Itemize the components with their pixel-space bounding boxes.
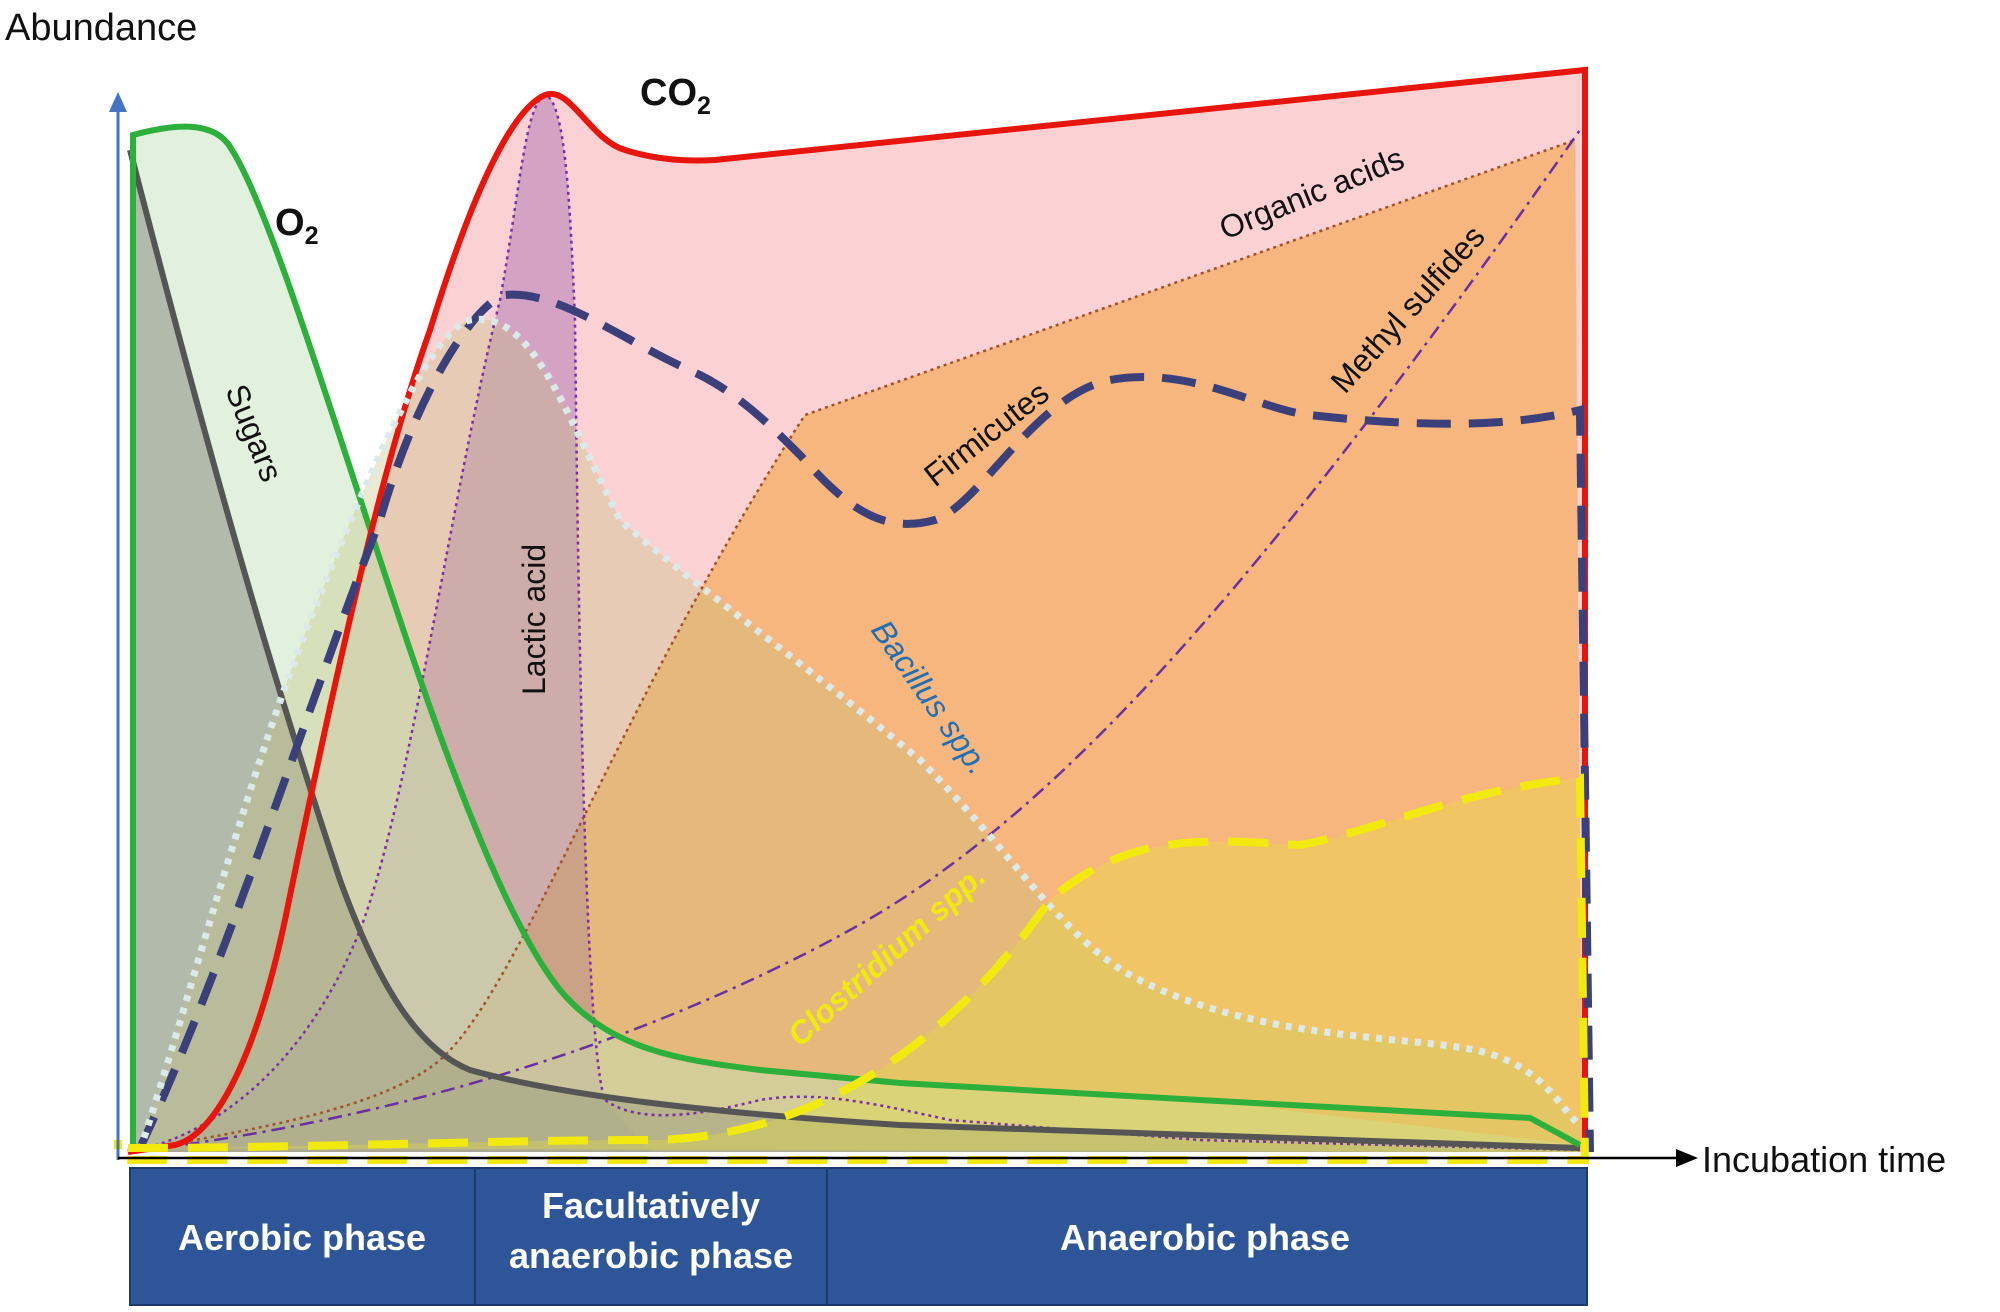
o2-area xyxy=(133,126,1580,1152)
lactic-acid-label: Lactic acid xyxy=(516,544,552,695)
clostridium-curve xyxy=(114,773,1590,1164)
bacillus-area xyxy=(140,319,1580,1153)
o2-curve xyxy=(130,123,1582,1152)
o2-label-sub: 2 xyxy=(305,222,319,250)
phase-aerobic xyxy=(129,1167,476,1306)
sugars-curve xyxy=(127,149,1581,1151)
y-axis-arrowhead xyxy=(109,92,127,112)
phase-anaerobic xyxy=(826,1167,1588,1306)
co2-label-sub: 2 xyxy=(697,92,711,120)
o2-label-main: O xyxy=(275,202,305,244)
phase-anaerobic-label: Anaerobic phase xyxy=(1060,1217,1350,1258)
x-axis-label: Incubation time xyxy=(1702,1139,1946,1180)
phase-bar: Aerobic phase Facultatively anaerobic ph… xyxy=(129,1167,1588,1306)
co2-label-main: CO xyxy=(640,72,697,114)
co2-curve xyxy=(127,66,1588,1155)
o2-label: O2 xyxy=(275,202,318,250)
phase-aerobic-label: Aerobic phase xyxy=(178,1217,426,1258)
methyl-sulfides-curve xyxy=(127,129,1582,1154)
lactic-acid-area xyxy=(128,95,650,1152)
organic-acids-curve xyxy=(127,138,1576,1154)
phase-facultative-label-line2: anaerobic phase xyxy=(509,1235,793,1276)
co2-label: CO2 xyxy=(640,72,711,120)
x-axis-arrowhead xyxy=(1676,1149,1698,1167)
lactic-acid-curve xyxy=(127,93,1581,1154)
y-axis-label: Abundance xyxy=(5,7,197,49)
firmicutes-curve xyxy=(136,290,1594,1153)
clostridium-area xyxy=(128,778,1580,1152)
phase-facultative-label-line1: Facultatively xyxy=(542,1185,760,1226)
sugars-area xyxy=(130,150,1580,1152)
